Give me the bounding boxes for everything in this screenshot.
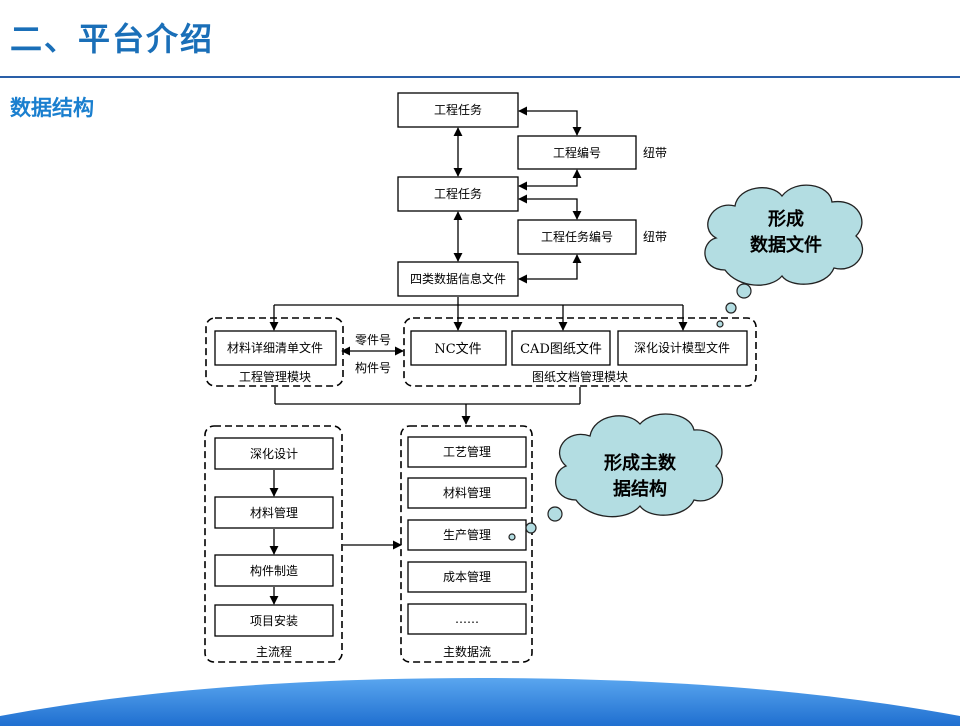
- flow-step-3: [214, 554, 334, 587]
- cloud-1-line-2: 数据文件: [750, 234, 822, 256]
- data-item-3-label: 生产管理: [443, 527, 491, 542]
- data-item-2: [407, 477, 527, 509]
- component-number-label: 构件号: [355, 360, 391, 375]
- info-file-box: [397, 261, 519, 297]
- part-number-label: 零件号: [355, 333, 391, 347]
- flow-step-4-label: 项目安装: [250, 613, 298, 628]
- nc-file-label: NC文件: [434, 342, 481, 357]
- engineering-module-label: 工程管理模块: [239, 369, 311, 384]
- main-flow-label: 主流程: [256, 644, 292, 659]
- data-item-1: [407, 436, 527, 468]
- thought-cloud-1: 形成 数据文件: [704, 184, 863, 328]
- belt-label-2: 纽带: [643, 230, 667, 244]
- info-file-box-label: 四类数据信息文件: [410, 271, 506, 286]
- model-file-label: 深化设计模型文件: [634, 340, 730, 355]
- cad-file-box: [511, 330, 611, 366]
- arrow-task2-number2: [518, 194, 582, 220]
- cloud-1-line-1: 形成: [768, 208, 804, 230]
- number-box-2: [517, 219, 637, 255]
- cloud-2-line-2: 据结构: [613, 478, 667, 500]
- nc-file-box: [410, 330, 507, 366]
- data-item-2-label: 材料管理: [443, 485, 491, 500]
- task-box-1: [397, 92, 519, 128]
- flow-step-4: [214, 604, 334, 637]
- number-box-1-label: 工程编号: [553, 145, 601, 160]
- belt-label-1: 纽带: [643, 146, 667, 160]
- number-box-2-label: 工程任务编号: [541, 229, 613, 244]
- task-box-1-label: 工程任务: [434, 102, 482, 117]
- header-bar: 二、平台介绍: [0, 0, 960, 78]
- main-data-flow-group: [400, 425, 533, 663]
- data-item-5-label: ……: [455, 612, 479, 626]
- drawing-module-group: [403, 317, 757, 387]
- data-item-4: [407, 561, 527, 593]
- data-item-1-label: 工艺管理: [443, 444, 491, 459]
- section-subtitle: 数据结构: [10, 96, 94, 120]
- page-title: 二、平台介绍: [10, 20, 215, 58]
- flow-step-1: [214, 437, 334, 470]
- footer-wave: [0, 678, 960, 726]
- task-box-2-label: 工程任务: [434, 186, 482, 201]
- data-item-5: [407, 603, 527, 635]
- data-item-3: [407, 519, 527, 551]
- cloud-2-line-1: 形成主数: [604, 452, 677, 474]
- flow-step-2-label: 材料管理: [250, 505, 298, 520]
- thought-cloud-2: 形成主数 据结构: [508, 413, 723, 541]
- cad-file-label: CAD图纸文件: [520, 342, 602, 357]
- materials-list-label: 材料详细清单文件: [227, 340, 323, 355]
- flow-step-1-label: 深化设计: [250, 447, 298, 461]
- model-file-box: [617, 330, 748, 366]
- drawing-module-label: 图纸文档管理模块: [532, 369, 628, 384]
- arrow-info-number2: [518, 254, 582, 284]
- flow-step-2: [214, 496, 334, 529]
- flow-step-3-label: 构件制造: [250, 563, 298, 578]
- main-flow-group: [204, 425, 343, 663]
- number-box-1: [517, 135, 637, 170]
- arrow-task2-number1: [518, 169, 582, 191]
- main-data-flow-label: 主数据流: [443, 644, 491, 659]
- materials-list-box: [214, 330, 337, 366]
- data-item-4-label: 成本管理: [443, 569, 491, 584]
- task-box-2: [397, 176, 519, 212]
- arrow-task1-number1: [518, 106, 582, 136]
